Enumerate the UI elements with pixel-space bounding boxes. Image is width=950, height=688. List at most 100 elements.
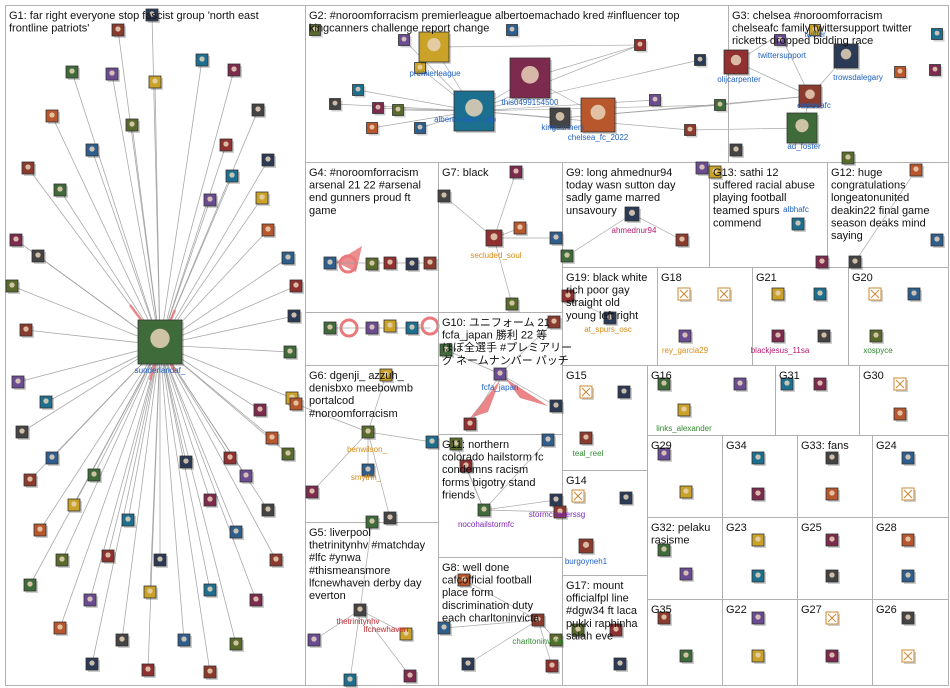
g1-node[interactable] xyxy=(87,468,102,483)
g17-node[interactable] xyxy=(609,623,624,638)
g2-node[interactable] xyxy=(366,122,380,136)
g31-node[interactable] xyxy=(780,377,795,392)
g11-node[interactable] xyxy=(549,493,564,508)
g16-node[interactable] xyxy=(733,377,748,392)
g8-node[interactable] xyxy=(549,633,564,648)
node-ahmednur94[interactable] xyxy=(624,206,641,223)
g5-node[interactable] xyxy=(343,673,358,688)
g21-node[interactable] xyxy=(771,287,786,302)
g1-node[interactable] xyxy=(115,633,130,648)
g21-node[interactable] xyxy=(817,329,832,344)
g1-node[interactable] xyxy=(45,109,60,124)
g1-node[interactable] xyxy=(227,63,242,78)
g12-node[interactable] xyxy=(848,255,863,270)
g14-node[interactable] xyxy=(619,491,634,506)
g5-node[interactable] xyxy=(365,515,380,530)
g5-node[interactable] xyxy=(403,669,418,684)
g17-node[interactable] xyxy=(571,623,586,638)
g1-node[interactable] xyxy=(195,53,210,68)
g1-node[interactable] xyxy=(261,153,276,168)
g6-node[interactable] xyxy=(289,397,304,412)
g4-node[interactable] xyxy=(383,256,398,271)
g1-node[interactable] xyxy=(229,525,244,540)
g35-node[interactable] xyxy=(657,611,672,626)
g15-node[interactable] xyxy=(617,385,632,400)
g1-node[interactable] xyxy=(141,663,156,678)
g22-node[interactable] xyxy=(751,611,766,626)
g1-node[interactable] xyxy=(9,233,24,248)
g30-node[interactable] xyxy=(893,407,908,422)
g11-node[interactable] xyxy=(459,459,474,474)
g23-node[interactable] xyxy=(751,569,766,584)
g32-node[interactable] xyxy=(657,543,672,558)
g10-node[interactable] xyxy=(439,343,454,358)
g28-node[interactable] xyxy=(901,569,916,584)
g1-node[interactable] xyxy=(179,455,194,470)
g2-node[interactable] xyxy=(684,124,698,138)
node-teal-reel[interactable] xyxy=(579,431,594,446)
node-albertoemachado[interactable] xyxy=(453,90,496,133)
g7-node[interactable] xyxy=(505,297,520,312)
g1-node[interactable] xyxy=(105,67,120,82)
g28-node[interactable] xyxy=(901,533,916,548)
g7-node[interactable] xyxy=(437,189,452,204)
g2-node[interactable] xyxy=(694,54,708,68)
g1-node[interactable] xyxy=(11,375,26,390)
g2-node[interactable] xyxy=(649,94,663,108)
node-chelseafc[interactable] xyxy=(798,84,823,109)
g2-node[interactable] xyxy=(714,99,728,113)
g4-node[interactable] xyxy=(365,257,380,272)
g12-node[interactable] xyxy=(930,233,945,248)
g1-node[interactable] xyxy=(177,633,192,648)
g6-node[interactable] xyxy=(305,485,320,500)
g1-node[interactable] xyxy=(21,161,36,176)
g27-node[interactable] xyxy=(825,611,840,626)
g1-node[interactable] xyxy=(203,493,218,508)
g6-node[interactable] xyxy=(383,511,398,526)
g1-node[interactable] xyxy=(15,425,30,440)
g1-node[interactable] xyxy=(251,103,266,118)
g1-node[interactable] xyxy=(19,323,34,338)
g30-node[interactable] xyxy=(893,377,908,392)
node-benwilson[interactable] xyxy=(361,425,376,440)
g2-node[interactable] xyxy=(634,39,648,53)
g1-node[interactable] xyxy=(67,498,82,513)
node-kingcanners[interactable] xyxy=(549,107,572,130)
g2-node[interactable] xyxy=(506,24,520,38)
g1-node[interactable] xyxy=(45,451,60,466)
g1-node[interactable] xyxy=(261,503,276,518)
g29-node[interactable] xyxy=(679,485,694,500)
g10-node[interactable] xyxy=(549,399,564,414)
g11-node[interactable] xyxy=(553,505,568,520)
g33-node[interactable] xyxy=(825,487,840,502)
g4-node[interactable] xyxy=(405,321,420,336)
g23-node[interactable] xyxy=(751,533,766,548)
g12-node[interactable] xyxy=(909,163,924,178)
g3-node[interactable] xyxy=(931,28,945,42)
g2-node[interactable] xyxy=(309,24,323,38)
g34-node[interactable] xyxy=(751,487,766,502)
g11-node[interactable] xyxy=(449,437,464,452)
g7-node[interactable] xyxy=(509,165,524,180)
g1-node[interactable] xyxy=(85,657,100,672)
g2-node[interactable] xyxy=(414,122,428,136)
g14-node[interactable] xyxy=(571,489,586,504)
g1-node[interactable] xyxy=(121,513,136,528)
g1-node[interactable] xyxy=(203,583,218,598)
g12-node[interactable] xyxy=(841,151,856,166)
g1-node[interactable] xyxy=(23,473,38,488)
g1-node[interactable] xyxy=(33,523,48,538)
g21-node[interactable] xyxy=(771,329,786,344)
g22-node[interactable] xyxy=(751,649,766,664)
g4-node[interactable] xyxy=(323,256,338,271)
g4-node[interactable] xyxy=(405,257,420,272)
g1-node[interactable] xyxy=(101,549,116,564)
g20-node[interactable] xyxy=(868,287,883,302)
g35-node[interactable] xyxy=(679,649,694,664)
g34-node[interactable] xyxy=(751,451,766,466)
g1-node[interactable] xyxy=(83,593,98,608)
g2-node[interactable] xyxy=(398,34,412,48)
g1-node[interactable] xyxy=(23,578,38,593)
g1-node[interactable] xyxy=(55,553,70,568)
g4-node[interactable] xyxy=(323,321,338,336)
